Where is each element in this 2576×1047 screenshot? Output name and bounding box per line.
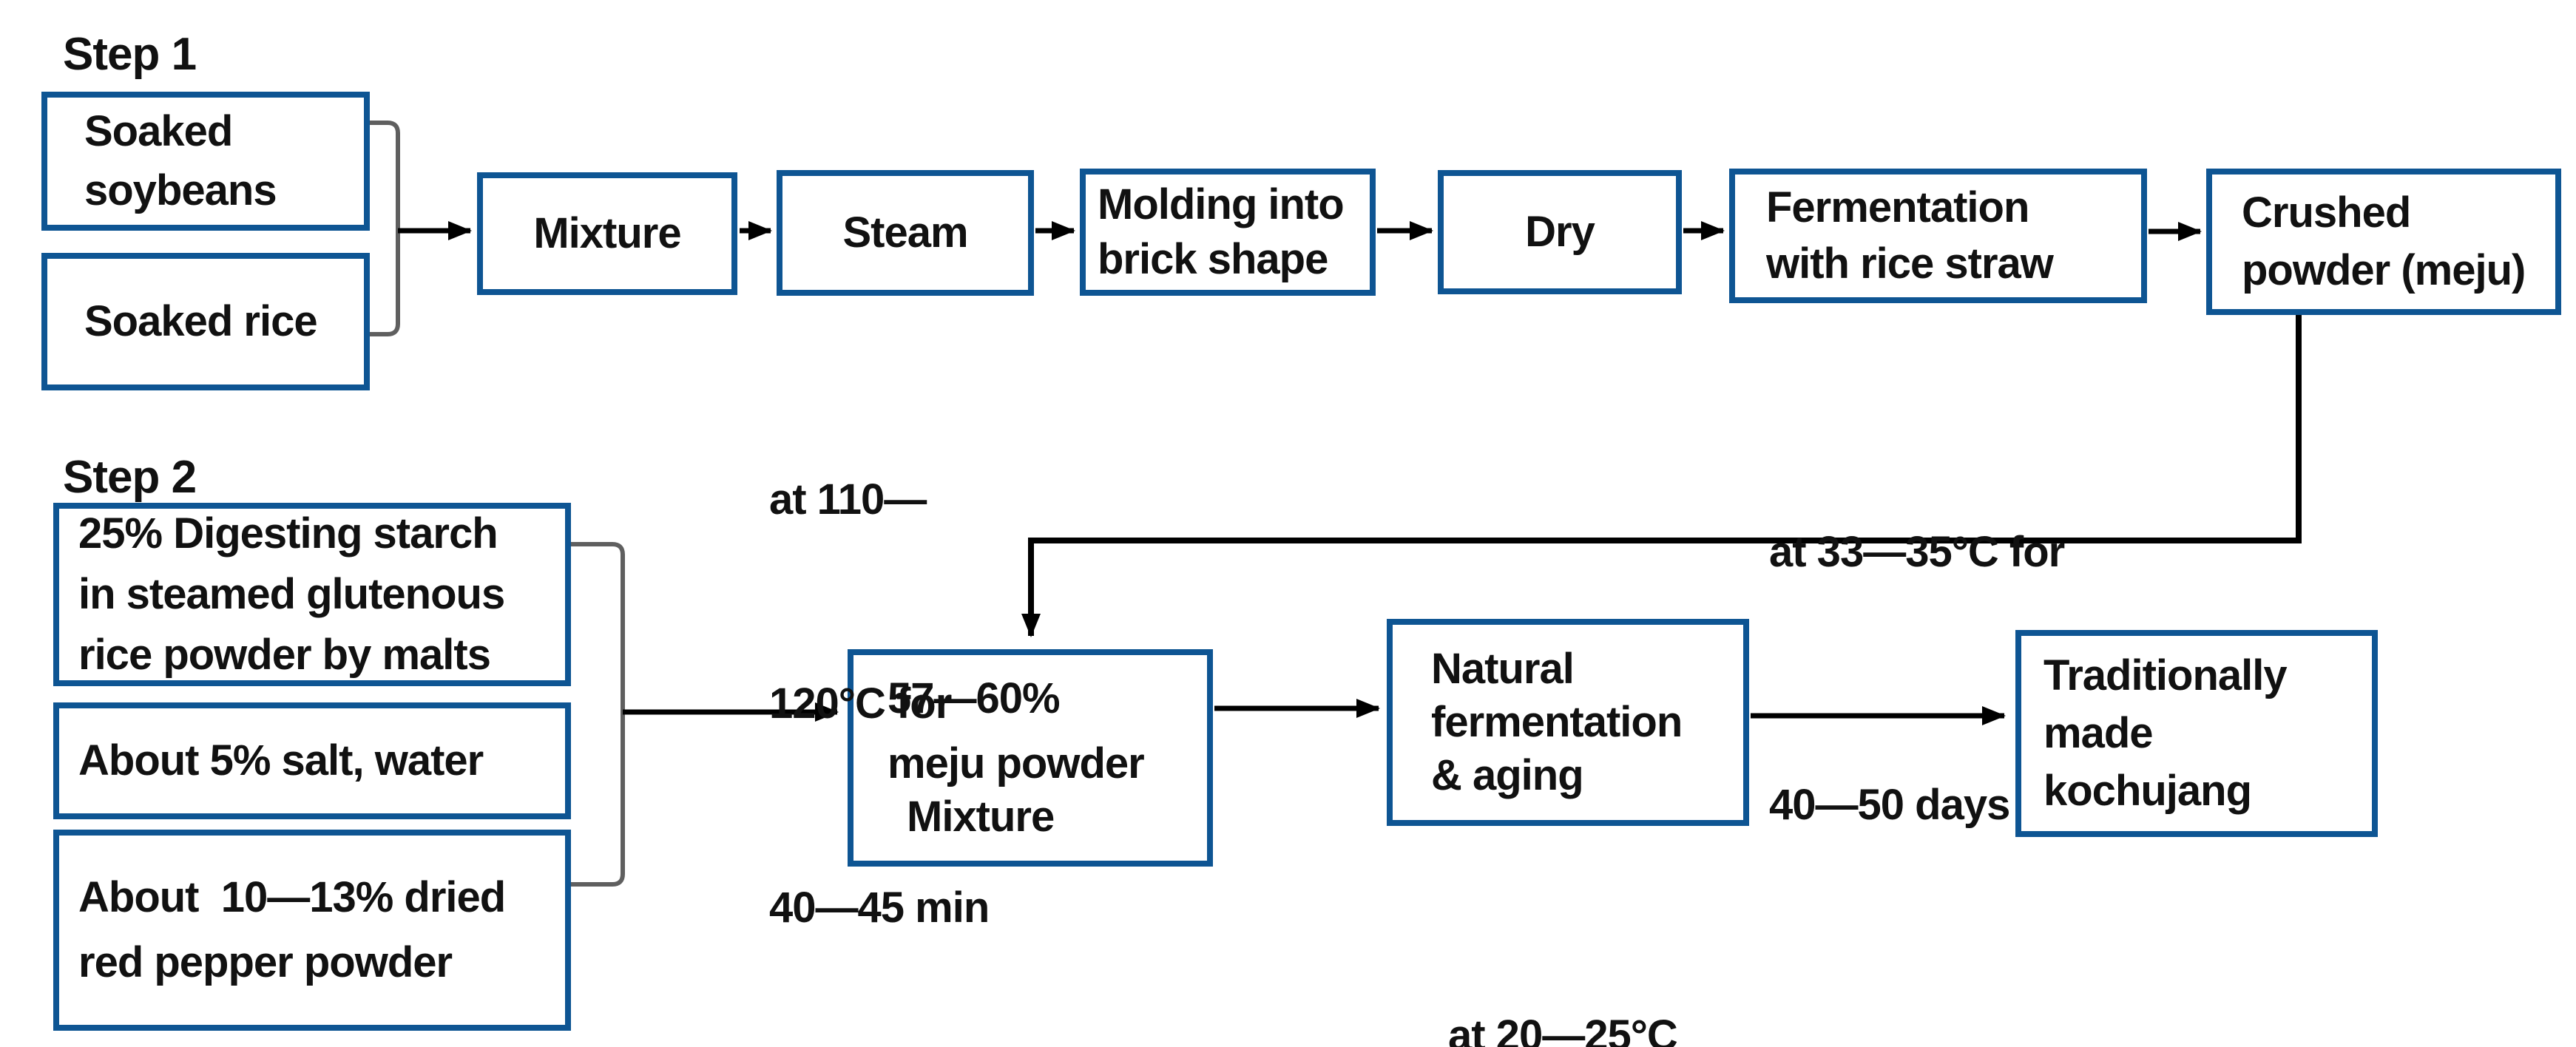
bracket-step2 [571, 542, 625, 887]
bracket-step1 [370, 121, 400, 336]
node-fermentation-rice-straw: Fermentation with rice straw [1729, 169, 2147, 303]
node-natural-fermentation-aging: Natural fermentation & aging [1387, 619, 1749, 826]
node-salt-water: About 5% salt, water [53, 702, 571, 819]
node-red-pepper-powder: About 10—13% dried red pepper powder [53, 830, 571, 1031]
node-soaked-soybeans: Soaked soybeans [41, 92, 370, 231]
node-traditional-kochujang: Traditionally made kochujang [2015, 630, 2378, 837]
step1-title: Step 1 [63, 29, 197, 80]
node-dry: Dry [1438, 170, 1682, 294]
steam-conditions-note: at 110— 120°C for 40—45 min [769, 475, 990, 932]
node-steam: Steam [777, 170, 1034, 296]
elbow-crushed-to-meju-mixture [1021, 314, 2302, 637]
node-meju-powder-mixture: 57—60% meju powder Mixture [848, 649, 1213, 867]
aging-conditions-note: at 20—25°C for 100 days [1448, 1012, 1678, 1047]
step2-title: Step 2 [63, 452, 197, 503]
node-digesting-starch: 25% Digesting starch in steamed glutenou… [53, 503, 571, 686]
node-molding: Molding into brick shape [1080, 169, 1376, 296]
node-mixture: Mixture [477, 172, 737, 295]
node-soaked-rice: Soaked rice [41, 253, 370, 390]
straw-fermentation-conditions-note: at 33—35°C for 40—50 days [1769, 528, 2065, 829]
node-crushed-powder-meju: Crushed powder (meju) [2206, 169, 2561, 315]
